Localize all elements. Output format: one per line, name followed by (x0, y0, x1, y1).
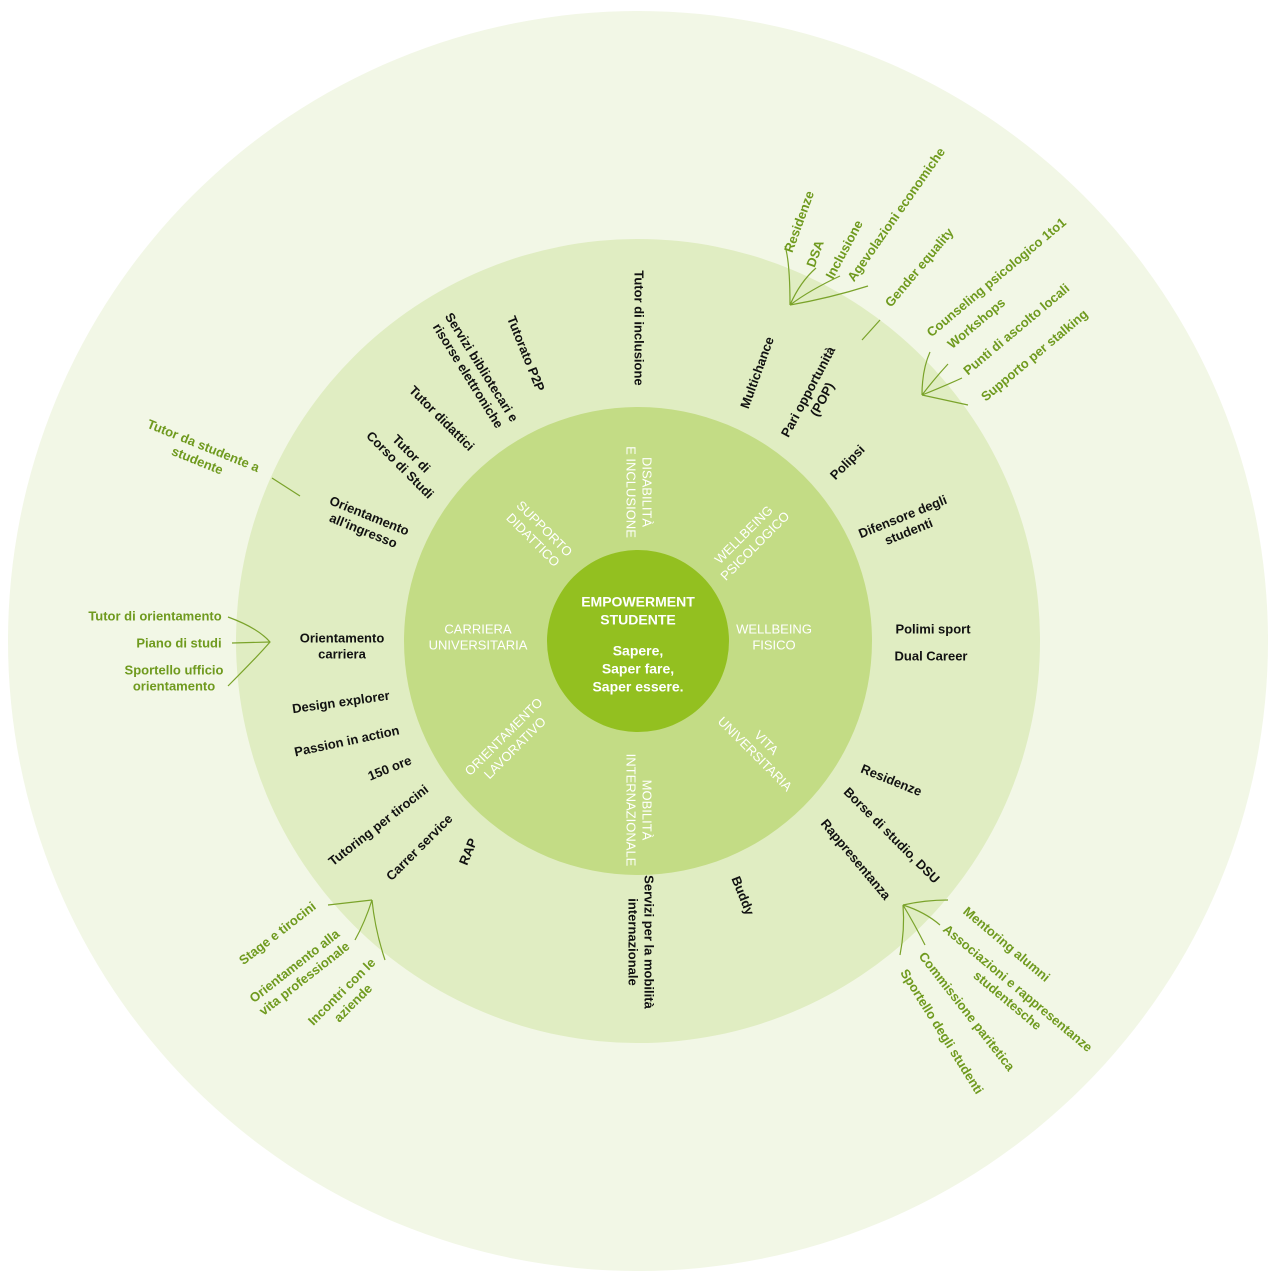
service-label-5: Polimi sport (895, 621, 971, 636)
service-label-11-line: internazionale (626, 898, 641, 985)
service-label-6-line: Dual Career (895, 648, 968, 663)
connector-lines (227, 245, 969, 961)
service-label-0: Tutor di inclusione (632, 270, 647, 385)
service-label-0-line: Tutor di inclusione (632, 270, 647, 385)
subservice-label-10: Tutor di orientamento (88, 608, 221, 623)
center-title-line: EMPOWERMENT (581, 594, 695, 610)
subservice-label-12-line: orientamento (133, 678, 215, 693)
center-title-line: STUDENTE (600, 612, 675, 628)
core-circle (547, 550, 729, 732)
sector-label-6-line: CARRIERA (444, 621, 512, 636)
center-subtitle-line: Saper essere. (592, 679, 683, 695)
sector-label-4-line: INTERNAZIONALE (624, 754, 639, 867)
sector-label-4-line: MOBILITÀ (640, 780, 655, 841)
sector-label-6-line: UNIVERSITARIA (429, 637, 528, 652)
subservice-label-11: Piano di studi (136, 635, 221, 650)
sector-label-4: MOBILITÀINTERNAZIONALE (624, 754, 655, 867)
sector-label-0-line: E INCLUSIONE (624, 446, 639, 538)
service-label-18-line: carriera (318, 646, 366, 661)
service-label-18-line: Orientamento (300, 630, 385, 645)
sector-label-0: DISABILITÀE INCLUSIONE (624, 446, 655, 538)
service-label-5-line: Polimi sport (895, 621, 971, 636)
service-label-11: Servizi per la mobilitàinternazionale (626, 875, 657, 1009)
service-label-11-line: Servizi per la mobilità (642, 875, 657, 1009)
sector-label-2-line: FISICO (752, 637, 795, 652)
subservice-label-12-line: Sportello ufficio (125, 662, 224, 677)
center-subtitle: Sapere, Saper fare, Saper essere. (592, 643, 683, 695)
service-label-6: Dual Career (895, 648, 968, 663)
subservice-label-11-line: Piano di studi (136, 635, 221, 650)
sector-label-2-line: WELLBEING (736, 621, 812, 636)
center-subtitle-line: Sapere, (613, 643, 664, 659)
sector-label-0-line: DISABILITÀ (640, 457, 655, 527)
subservice-label-10-line: Tutor di orientamento (88, 608, 221, 623)
center-subtitle-line: Saper fare, (602, 661, 674, 677)
center-title: EMPOWERMENT STUDENTE (581, 594, 695, 628)
